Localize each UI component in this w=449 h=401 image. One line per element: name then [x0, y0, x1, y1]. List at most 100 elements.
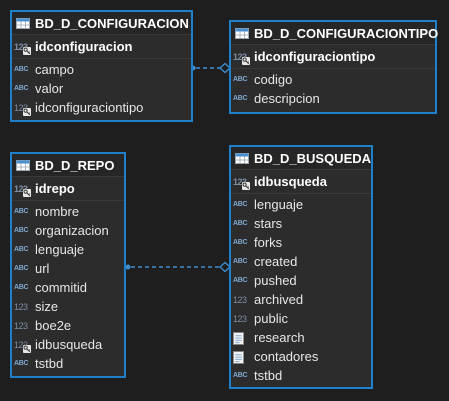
text-type-icon: ABC — [14, 246, 29, 253]
relationship-repo-busqueda[interactable] — [125, 261, 231, 273]
column-name: idconfiguracion — [35, 39, 133, 54]
column-row[interactable]: 123 public — [231, 309, 371, 328]
primary-key-column[interactable]: 123 idbusqueda — [231, 172, 371, 191]
table-icon — [16, 17, 30, 29]
table-icon — [235, 152, 249, 164]
entity-title: BD_D_CONFIGURACIONTIPO — [254, 25, 439, 41]
primary-key-section: 123 idconfiguracion — [12, 35, 191, 59]
text-type-icon: ABC — [14, 284, 29, 291]
column-row[interactable]: contadores — [231, 347, 371, 366]
column-name: descripcion — [254, 91, 320, 106]
text-type-icon: ABC — [233, 239, 248, 246]
document-type-icon — [233, 331, 245, 345]
column-row[interactable]: research — [231, 328, 371, 347]
column-name: valor — [35, 81, 64, 96]
column-row[interactable]: ABC valor — [12, 79, 191, 98]
column-row[interactable]: ABC tstbd — [12, 354, 124, 373]
key-icon — [23, 107, 31, 116]
column-name: idbusqueda — [35, 337, 103, 352]
key-icon — [23, 46, 31, 55]
entity-header[interactable]: BD_D_CONFIGURACION — [12, 12, 191, 35]
text-type-icon: ABC — [233, 95, 248, 102]
column-row[interactable]: ABC url — [12, 259, 124, 278]
column-name: idconfiguraciontipo — [35, 100, 144, 115]
numeric-type-icon: 123 — [233, 176, 250, 190]
column-name: campo — [35, 62, 75, 77]
column-name: public — [254, 311, 288, 326]
connector-dot — [125, 264, 131, 270]
column-row[interactable]: ABC descripcion — [231, 89, 435, 108]
column-row[interactable]: ABC lenguaje — [231, 195, 371, 214]
column-row[interactable]: ABC nombre — [12, 202, 124, 221]
column-row[interactable]: 123 idbusqueda — [12, 335, 124, 354]
text-type-icon: ABC — [14, 227, 29, 234]
primary-key-column[interactable]: 123 idconfiguracion — [12, 37, 191, 56]
text-type-icon: ABC — [233, 258, 248, 265]
text-type-icon: ABC — [233, 201, 248, 208]
text-type-icon: ABC — [14, 85, 29, 92]
entity-header[interactable]: BD_D_REPO — [12, 154, 124, 177]
column-name: idbusqueda — [254, 174, 327, 189]
entity-title: BD_D_BUSQUEDA — [254, 150, 372, 166]
key-icon — [242, 56, 250, 65]
numeric-type-icon: 123 — [14, 320, 28, 331]
key-icon — [23, 188, 31, 197]
column-name: commitid — [35, 280, 88, 295]
column-name: pushed — [254, 273, 297, 288]
column-name: research — [254, 330, 305, 345]
column-row[interactable]: ABC created — [231, 252, 371, 271]
entity-header[interactable]: BD_D_BUSQUEDA — [231, 147, 371, 170]
text-type-icon: ABC — [14, 208, 29, 215]
table-icon — [235, 27, 249, 39]
column-row[interactable]: 123 idconfiguraciontipo — [12, 98, 191, 117]
column-name: lenguaje — [35, 242, 85, 257]
column-name: organizacion — [35, 223, 109, 238]
column-name: archived — [254, 292, 304, 307]
column-name: nombre — [35, 204, 80, 219]
document-type-icon — [233, 350, 245, 364]
numeric-type-icon: 123 — [233, 313, 247, 324]
table-icon — [16, 159, 30, 171]
text-type-icon: ABC — [14, 265, 29, 272]
numeric-type-icon: 123 — [14, 41, 31, 55]
column-name: url — [35, 261, 50, 276]
relationship-configuracion-configuraciontipo[interactable] — [190, 62, 231, 74]
column-row[interactable]: ABC commitid — [12, 278, 124, 297]
entity-header[interactable]: BD_D_CONFIGURACIONTIPO — [231, 22, 439, 45]
numeric-type-icon: 123 — [233, 294, 247, 305]
numeric-type-icon: 123 — [14, 183, 31, 197]
column-row[interactable]: ABC organizacion — [12, 221, 124, 240]
column-name: tstbd — [35, 356, 64, 371]
column-name: lenguaje — [254, 197, 304, 212]
numeric-type-icon: 123 — [14, 102, 31, 116]
column-name: tstbd — [254, 368, 283, 383]
numeric-type-icon: 123 — [14, 339, 31, 353]
column-row[interactable]: ABC lenguaje — [12, 240, 124, 259]
column-name: idconfiguraciontipo — [254, 49, 376, 64]
column-name: contadores — [254, 349, 319, 364]
column-name: created — [254, 254, 298, 269]
column-row[interactable]: 123 archived — [231, 290, 371, 309]
text-type-icon: ABC — [14, 360, 29, 367]
column-name: stars — [254, 216, 283, 231]
